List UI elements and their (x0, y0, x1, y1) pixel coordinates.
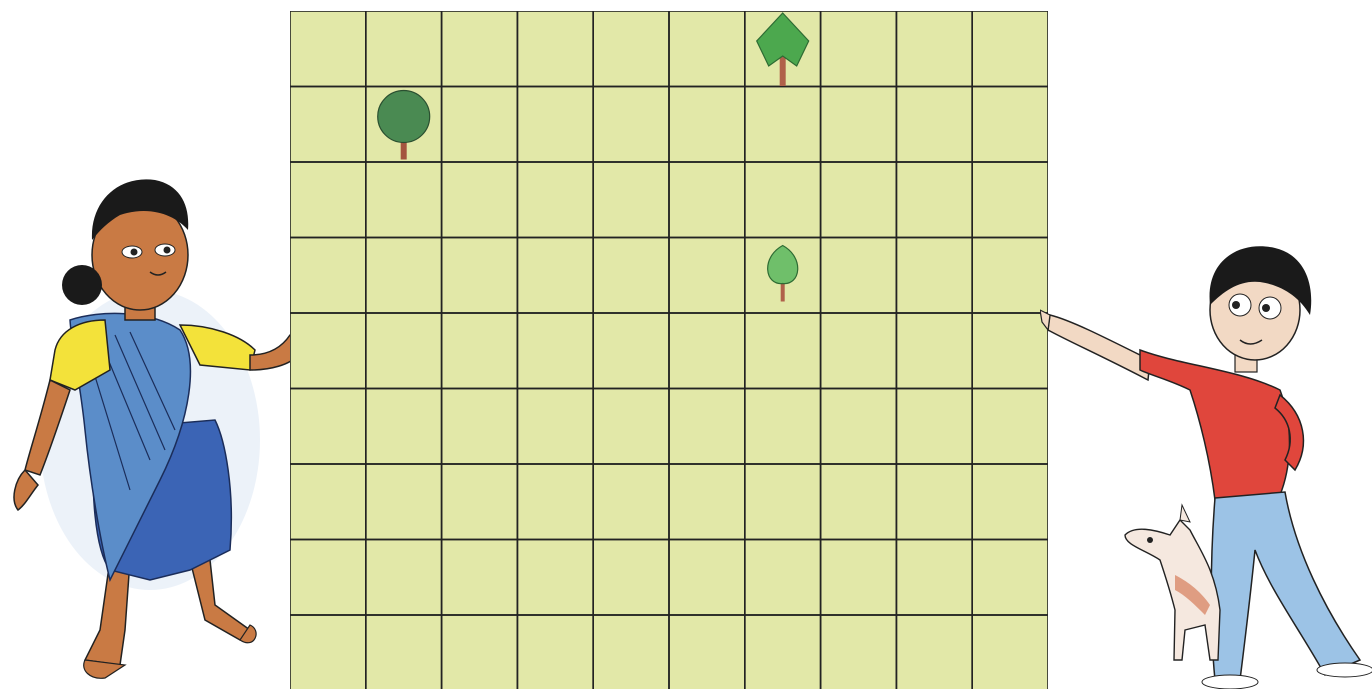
boy-character (1040, 230, 1372, 689)
map-grid (290, 11, 1048, 689)
girl-character (0, 160, 300, 689)
dog-icon (1125, 505, 1220, 660)
